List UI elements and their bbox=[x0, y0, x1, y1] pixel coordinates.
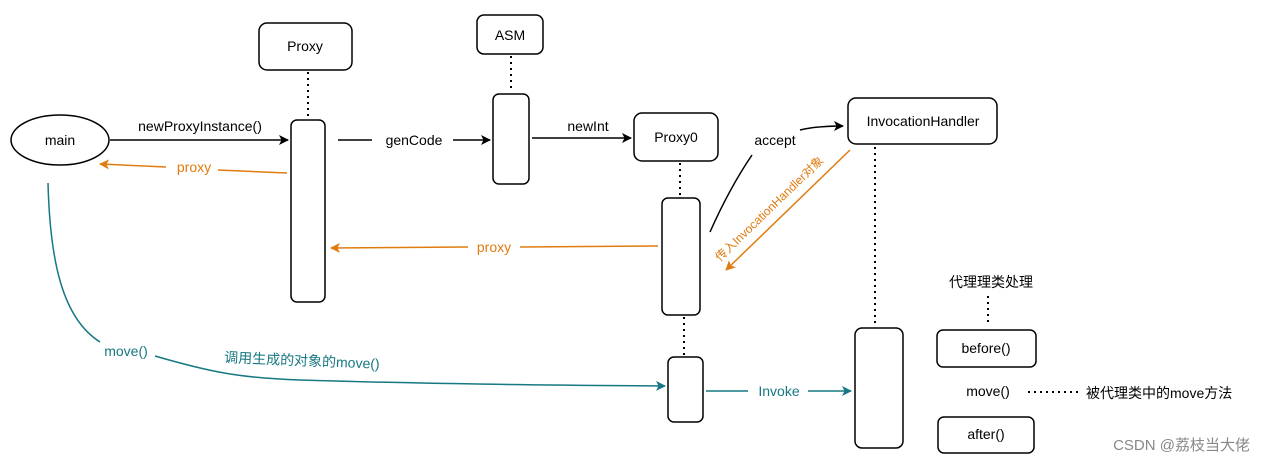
accept-label: accept bbox=[754, 132, 795, 148]
proxy-node: Proxy bbox=[258, 22, 353, 71]
asm-node: ASM bbox=[476, 14, 544, 55]
watermark: CSDN @荔枝当大佬 bbox=[1113, 437, 1250, 454]
proxy-return-1-tail bbox=[217, 169, 288, 174]
call-generated-move-label: 调用生成的对象的move() bbox=[224, 349, 380, 372]
proxy-return-2-label: proxy bbox=[477, 239, 511, 255]
proxied-move-method-label: 被代理类中的move方法 bbox=[1086, 385, 1232, 401]
proxy-return-1-arrow bbox=[99, 159, 167, 170]
accept-curve-upper bbox=[799, 121, 844, 132]
proxy-label: Proxy bbox=[287, 38, 323, 54]
invocation-handler-node: InvocationHandler bbox=[847, 97, 998, 145]
proxy0-label: Proxy0 bbox=[654, 129, 698, 145]
proxy-activation bbox=[290, 119, 326, 303]
new-int-label: newInt bbox=[567, 118, 608, 134]
main-label: main bbox=[45, 132, 75, 148]
gen-code-label: genCode bbox=[386, 132, 443, 148]
move-call-label: move() bbox=[104, 343, 148, 359]
invocation-handler-activation bbox=[854, 327, 904, 449]
pass-handler-label: 传入InvocationHandler对象 bbox=[712, 153, 827, 264]
proxy0-node: Proxy0 bbox=[633, 112, 719, 162]
asm-activation bbox=[492, 93, 530, 185]
proxy0-move-activation bbox=[667, 356, 704, 423]
proxy-class-handling-label: 代理理类处理 bbox=[949, 274, 1033, 290]
asm-label: ASM bbox=[495, 27, 525, 43]
pass-handler-arrow bbox=[725, 149, 851, 271]
before-box: before() bbox=[936, 329, 1037, 368]
after-label: after() bbox=[967, 426, 1004, 442]
proxy-return-2-tail bbox=[519, 245, 659, 248]
move-call-curve-lower bbox=[154, 355, 666, 391]
before-label: before() bbox=[961, 340, 1010, 356]
invoke-label: Invoke bbox=[758, 383, 799, 399]
new-proxy-instance-label: newProxyInstance() bbox=[138, 118, 262, 134]
proxy-return-2-arrow bbox=[330, 242, 469, 253]
move-annotation-label: move() bbox=[966, 383, 1010, 399]
proxy0-activation bbox=[661, 197, 701, 316]
invocation-handler-label: InvocationHandler bbox=[867, 113, 980, 129]
accept-curve-lower bbox=[709, 154, 753, 233]
after-box: after() bbox=[937, 416, 1035, 454]
move-call-curve-upper bbox=[47, 182, 101, 343]
main-node: main bbox=[10, 114, 110, 166]
proxy-return-1-label: proxy bbox=[177, 159, 211, 175]
